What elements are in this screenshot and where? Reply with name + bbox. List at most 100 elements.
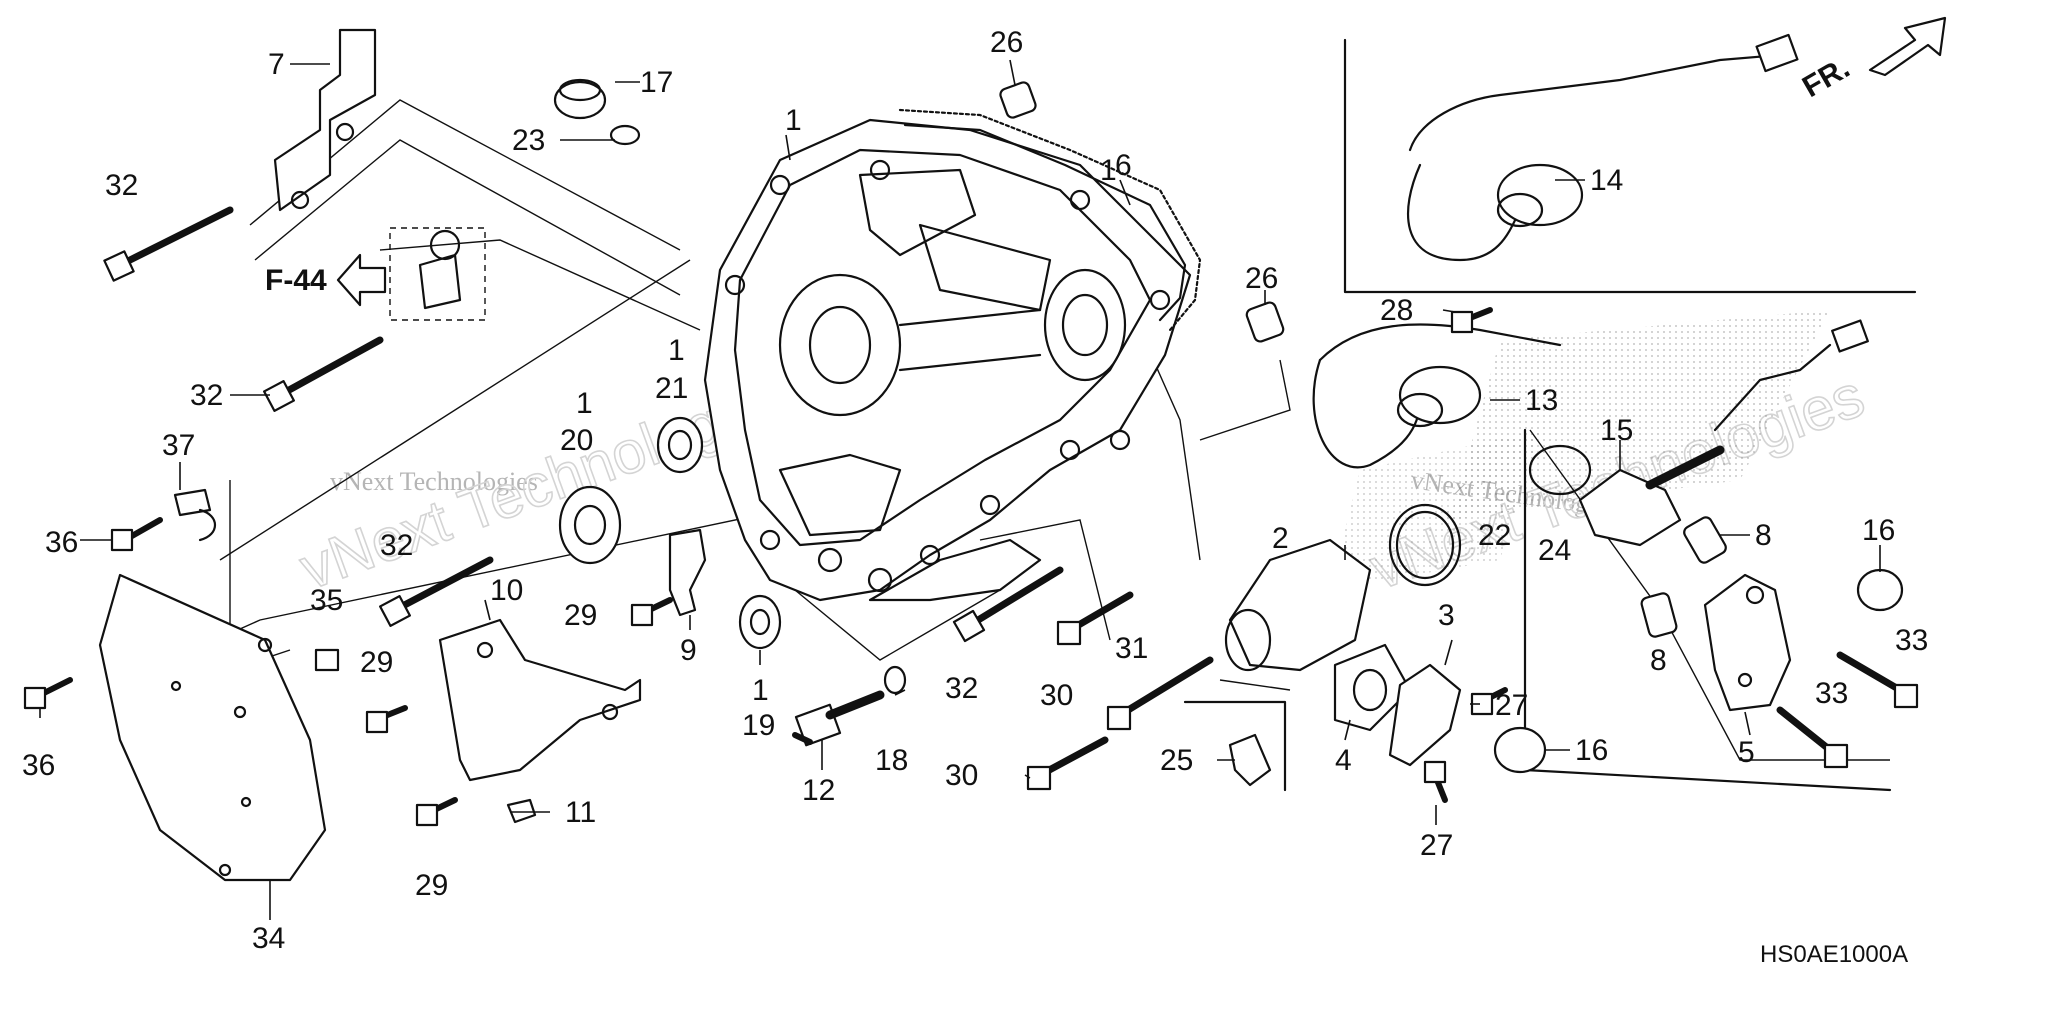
callout-number: 16 <box>1575 734 1608 767</box>
clamp-9 <box>668 528 707 617</box>
bolt-36 <box>23 677 73 710</box>
bolt-29 <box>365 705 408 734</box>
oil-seal-20-inner <box>573 504 607 546</box>
cover-hole <box>240 796 252 808</box>
callout-number: 30 <box>1040 679 1073 712</box>
callout-number: 3 <box>1438 599 1455 632</box>
callout-number: 35 <box>310 584 343 617</box>
gasket <box>898 108 1202 332</box>
grommet-16 <box>1856 568 1904 612</box>
switch-13-body <box>1396 392 1444 428</box>
callout-number: 21 <box>655 372 688 405</box>
wire-harness-13 <box>1312 358 1422 469</box>
callout-number: 36 <box>22 749 55 782</box>
callout-number: 26 <box>1245 262 1278 295</box>
callout-number: 12 <box>802 774 835 807</box>
callout-number: 32 <box>945 672 978 705</box>
callout-number: 1 <box>785 104 802 137</box>
bracket-hole <box>1737 672 1753 688</box>
callout-number: 1 <box>668 334 685 367</box>
bearing-21-inner <box>667 429 693 461</box>
diagram-code: HS0AE1000A <box>1760 941 1908 968</box>
cover-hole <box>170 680 182 692</box>
clip-11 <box>506 798 537 824</box>
callout-number: 34 <box>252 922 285 955</box>
callout-number: 37 <box>162 429 195 462</box>
callout-number: 15 <box>1600 414 1633 447</box>
washer-18 <box>883 665 907 695</box>
nut-35 <box>314 648 340 672</box>
reference-dashed-box <box>389 227 486 321</box>
hose <box>1645 445 1725 490</box>
wire-harness <box>1713 343 1832 432</box>
plate-hole <box>601 703 619 721</box>
callout-number: 18 <box>875 744 908 777</box>
callout-number: 33 <box>1815 677 1848 710</box>
callout-number: 20 <box>560 424 593 457</box>
front-label: FR. <box>1797 51 1855 104</box>
switch-13 <box>1398 365 1482 425</box>
bolt-29 <box>630 597 673 627</box>
switch-14-body <box>1496 192 1544 228</box>
bolt-32 <box>379 556 494 627</box>
cover-hole <box>233 705 247 719</box>
callout-number: 1 <box>752 674 769 707</box>
bolt-32 <box>952 566 1064 643</box>
callout-number: 10 <box>490 574 523 607</box>
spacer-8 <box>1640 592 1678 638</box>
bolt-36 <box>110 517 163 552</box>
bracket-37 <box>173 488 212 517</box>
callout-number: 1 <box>1100 154 1117 187</box>
wire-harness-14 <box>1408 53 1782 152</box>
bracket-37-coil <box>198 508 217 542</box>
o-ring-22-inner <box>1395 510 1455 580</box>
callout-number: 29 <box>564 599 597 632</box>
callout-number: 1 <box>576 387 593 420</box>
cover-34 <box>98 573 327 882</box>
plate-10 <box>438 618 642 782</box>
callout-number: 30 <box>945 759 978 792</box>
callout-number: 8 <box>1650 644 1667 677</box>
shading-area <box>1450 310 1830 520</box>
leader-lines <box>39 59 1881 920</box>
reference-clamp <box>418 253 462 310</box>
callout-number: 24 <box>1538 534 1571 567</box>
callout-number: 5 <box>1738 736 1755 769</box>
callout-number: 23 <box>512 124 545 157</box>
bolt-30 <box>1056 591 1134 646</box>
reference-clamp-loop <box>429 229 461 261</box>
watermark-text: vNext Technologies <box>330 467 538 496</box>
bolt-33 <box>1836 651 1919 709</box>
callout-number: 26 <box>990 26 1023 59</box>
gasket-4 <box>1333 643 1412 732</box>
bracket-hole <box>335 122 355 142</box>
callout-number: 36 <box>45 526 78 559</box>
cover-hole <box>218 863 232 877</box>
bolt-28 <box>1450 307 1493 334</box>
cover-hole <box>257 637 273 653</box>
callout-number: 32 <box>380 529 413 562</box>
outlet-2 <box>1228 538 1372 672</box>
bearing-21 <box>656 416 704 474</box>
bolt-30 <box>1026 736 1109 791</box>
callout-number: 14 <box>1590 164 1623 197</box>
outlet-2-port <box>1224 608 1272 672</box>
callout-number: 9 <box>680 634 697 667</box>
callout-number: 22 <box>1478 519 1511 552</box>
callout-number: 25 <box>1160 744 1193 777</box>
callout-numbers: 1 1 1 1 1 2 3 4 5 6 7 8 8 9 10 11 12 13 … <box>22 26 1928 955</box>
callout-number: 7 <box>268 48 285 81</box>
bearing-19 <box>738 594 782 650</box>
sensor-12 <box>792 690 885 747</box>
crankcase-cover <box>703 118 1192 602</box>
callout-number: 28 <box>1380 294 1413 327</box>
reference-label: F-44 <box>265 264 327 297</box>
bearing-19-inner <box>749 608 771 636</box>
wiring-group-frame <box>1343 38 1917 294</box>
plate-hole <box>476 641 494 659</box>
gasket-24 <box>1528 444 1592 496</box>
o-ring-22 <box>1388 503 1462 587</box>
callout-number: 4 <box>1335 744 1352 777</box>
callout-number: 11 <box>565 796 596 829</box>
